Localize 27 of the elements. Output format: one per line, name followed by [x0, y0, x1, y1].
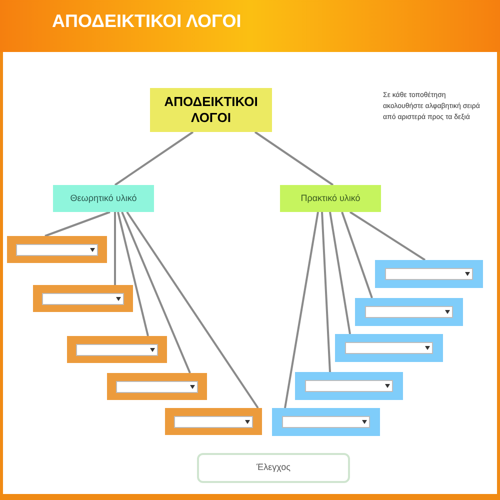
dropdown-frame [165, 408, 262, 435]
dropdown-frame [107, 373, 207, 400]
connector-line [284, 212, 319, 408]
connector-line [121, 212, 191, 374]
connector-line [321, 212, 331, 372]
title: ΑΠΟΔΕΙΚΤΙΚΟΙ ΛΟΓΟΙ [52, 10, 242, 33]
connector-line [114, 131, 194, 186]
connector-line [329, 212, 351, 334]
dropdown-frame [7, 236, 107, 263]
topic-box: ΑΠΟΔΕΙΚΤΙΚΟΙ ΛΟΓΟΙ [150, 88, 272, 132]
connector-line [349, 211, 426, 261]
dropdown-frame [272, 408, 380, 436]
dropdown-frame [295, 372, 403, 400]
category-box: Θεωρητικό υλικό [53, 185, 154, 212]
dropdown-frame [67, 336, 167, 363]
connector-line [44, 211, 110, 237]
connector-line [114, 212, 116, 285]
connector-line [117, 212, 149, 336]
connector-line [341, 212, 373, 298]
category-box: Πρακτικό υλικό [280, 185, 381, 212]
dropdown-frame [335, 334, 443, 362]
check-button: Έλεγχος [197, 453, 350, 483]
connector-line [254, 131, 334, 186]
dropdown-frame [355, 298, 463, 326]
dropdown-frame [375, 260, 483, 288]
dropdown-frame [33, 285, 133, 312]
connector-line [126, 211, 259, 409]
